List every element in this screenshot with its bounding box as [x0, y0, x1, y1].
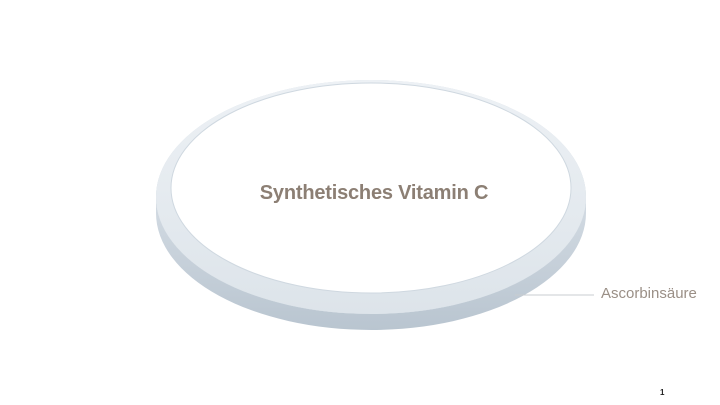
callout-label: Ascorbinsäure	[601, 285, 697, 302]
ring-inner-edge	[170, 82, 572, 294]
page-number: 1	[660, 388, 665, 397]
slide-title: Synthetisches Vitamin C	[259, 182, 489, 204]
